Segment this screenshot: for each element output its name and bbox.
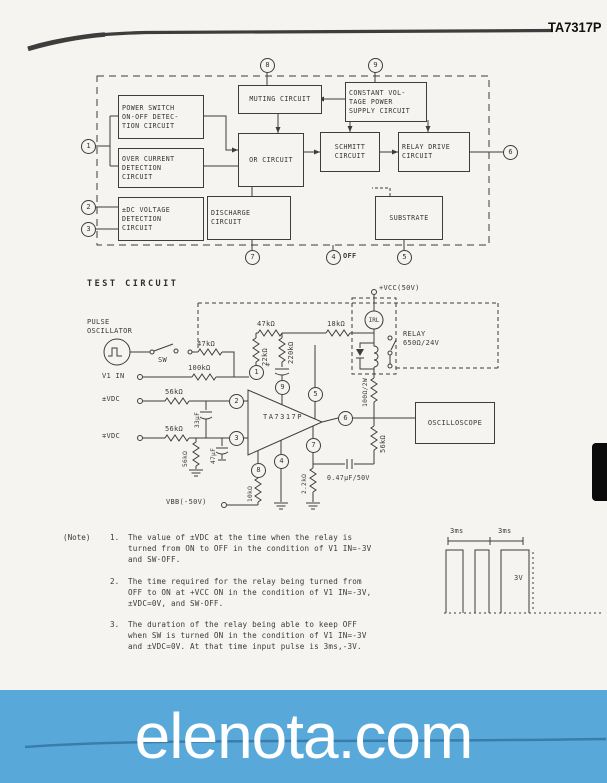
block-power-switch: POWER SWITCH ON-OFF DETEC- TION CIRCUIT bbox=[118, 95, 204, 139]
c-vdc-plus-label: 33μF bbox=[194, 411, 201, 428]
relay-coil bbox=[373, 343, 379, 378]
note-2-num: 2. bbox=[110, 577, 120, 586]
test-boundary-dashed bbox=[197, 302, 499, 369]
test-circuit-heading: TEST CIRCUIT bbox=[87, 279, 179, 289]
test-pin-2: 2 bbox=[229, 394, 244, 409]
c-out-label: 0.47μF/50V bbox=[327, 474, 370, 482]
oscilloscope-label: OSCILLOSCOPE bbox=[427, 418, 483, 427]
chip-label: TA7317P bbox=[262, 413, 303, 421]
vcc-label: +VCC(50V) bbox=[379, 284, 420, 292]
note-3-text: The duration of the relay being able to … bbox=[128, 620, 367, 651]
r-sw-label: 47kΩ bbox=[197, 340, 216, 348]
pin-5: 5 bbox=[397, 250, 412, 265]
test-pin-3: 3 bbox=[229, 431, 244, 446]
off-label: OFF bbox=[343, 252, 357, 260]
relay-contacts bbox=[389, 339, 397, 364]
test-pin-6: 6 bbox=[338, 411, 353, 426]
pulse-oscillator-label: PULSE OSCILLATOR bbox=[87, 318, 133, 335]
note-prefix: (Note) bbox=[63, 533, 91, 542]
note-2-text: The time required for the relay being tu… bbox=[128, 577, 372, 608]
pulse-oscillator-symbol bbox=[103, 338, 131, 366]
r-top1-label: 47kΩ bbox=[257, 320, 276, 328]
resistor-100ohm bbox=[370, 377, 378, 418]
pin-9: 9 bbox=[368, 58, 383, 73]
block-dc-voltage: ±DC VOLTAGE DETECTION CIRCUIT bbox=[118, 197, 204, 241]
waveform-amplitude-label: 3V bbox=[514, 574, 524, 582]
pin-3: 3 bbox=[81, 222, 96, 237]
note-1-num: 1. bbox=[110, 533, 120, 542]
sw-label: SW bbox=[158, 356, 168, 364]
resistor-10k bbox=[227, 451, 262, 506]
pin-6: 6 bbox=[503, 145, 518, 160]
r-vdc-gnd-label: 56kΩ bbox=[182, 450, 189, 467]
vdc-plus-label: ±VDC bbox=[102, 395, 121, 403]
r-pin8-label: 10kΩ bbox=[247, 485, 254, 502]
pulse-glyph bbox=[108, 347, 122, 357]
vcc-terminal bbox=[371, 289, 377, 295]
relay-dashed-box bbox=[351, 297, 397, 375]
block-relay-drive: RELAY DRIVE CIRCUIT bbox=[398, 132, 470, 172]
test-pin-9: 9 bbox=[275, 380, 290, 395]
block-discharge: DISCHARGE CIRCUIT bbox=[207, 196, 291, 240]
c-vdc-minus-label: 47μF bbox=[210, 447, 217, 464]
waveform-ms1-label: 3ms bbox=[450, 527, 464, 535]
v1-terminal bbox=[137, 374, 143, 380]
resistor-100k bbox=[143, 373, 249, 381]
pin-8: 8 bbox=[260, 58, 275, 73]
r-out-label: 56kΩ bbox=[379, 434, 387, 453]
watermark-site-text: elenota.com bbox=[134, 700, 474, 772]
top-rail-resistors bbox=[256, 329, 374, 337]
block-constant-voltage: CONSTANT VOL- TAGE POWER SUPPLY CIRCUIT bbox=[345, 82, 427, 122]
pin-7: 7 bbox=[245, 250, 260, 265]
resistor-22k bbox=[252, 333, 260, 365]
page-title: TA7317P bbox=[548, 19, 602, 35]
r-220k-label: 220kΩ bbox=[287, 341, 295, 364]
test-pin-7: 7 bbox=[306, 438, 321, 453]
block-schmitt: SCHMITT CIRCUIT bbox=[320, 132, 380, 172]
pin-2: 2 bbox=[81, 200, 96, 215]
relay-diode-branch bbox=[356, 342, 374, 370]
r-vdc-plus-label: 56kΩ bbox=[165, 388, 184, 396]
watermark-banner: elenota.com bbox=[0, 690, 607, 783]
waveform-ms2-label: 3ms bbox=[498, 527, 512, 535]
header-rule bbox=[27, 28, 554, 50]
block-over-current: OVER CURRENT DETECTION CIRCUIT bbox=[118, 148, 204, 188]
test-pin-5: 5 bbox=[308, 387, 323, 402]
r-pin7-label: 2.2kΩ bbox=[301, 473, 308, 494]
test-pin-4: 4 bbox=[274, 454, 289, 469]
vbb-terminal bbox=[221, 502, 227, 508]
oscilloscope-box: OSCILLOSCOPE bbox=[415, 402, 495, 444]
test-pin-1: 1 bbox=[249, 365, 264, 380]
meter-label: IRL bbox=[368, 317, 380, 324]
note-1-text: The value of ±VDC at the time when the r… bbox=[128, 533, 372, 564]
v1-in-label: V1 IN bbox=[102, 372, 125, 380]
relay-label: RELAY 650Ω/24V bbox=[403, 330, 440, 347]
vbb-label: VBB(-50V) bbox=[166, 498, 207, 506]
r-in-label: 100kΩ bbox=[188, 364, 211, 372]
note-3-num: 3. bbox=[110, 620, 120, 629]
page-edge-tab bbox=[592, 443, 607, 501]
cap-polarity-plus: + bbox=[266, 361, 271, 369]
block-substrate: SUBSTRATE bbox=[375, 196, 443, 240]
resistor-56k-gnd bbox=[189, 438, 203, 477]
r-top2-label: 18kΩ bbox=[327, 320, 346, 328]
pin-1: 1 bbox=[81, 139, 96, 154]
r-relay-label: 100Ω/2W bbox=[361, 377, 369, 407]
r-vdc-minus-label: 56kΩ bbox=[165, 425, 184, 433]
vdc-minus-label: ∓VDC bbox=[102, 432, 121, 440]
block-or-circuit: OR CIRCUIT bbox=[238, 133, 304, 187]
test-pin-8: 8 bbox=[251, 463, 266, 478]
switch-wires bbox=[130, 343, 198, 353]
pin-4: 4 bbox=[326, 250, 341, 265]
block-muting: MUTING CIRCUIT bbox=[238, 85, 322, 114]
